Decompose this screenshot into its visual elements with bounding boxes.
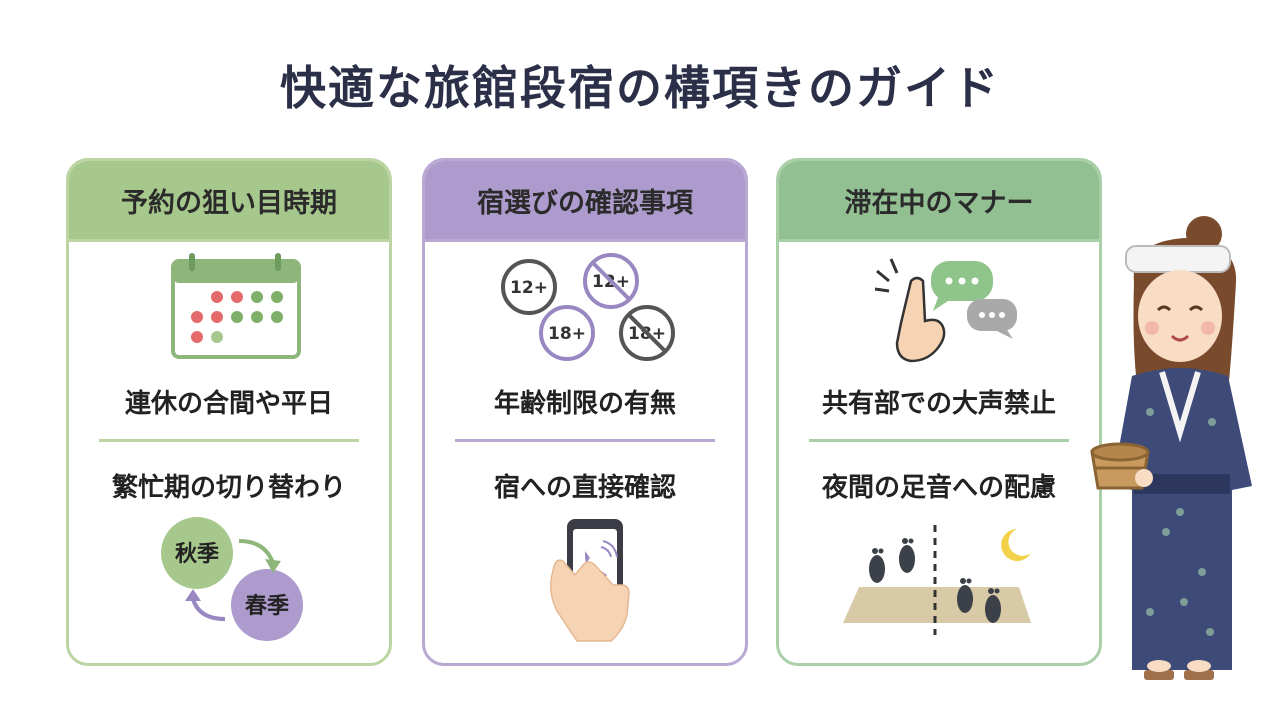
page-title: 快適な旅館段宿の構項きのガイド [280, 61, 1000, 115]
badge-12-plus: 12+ [510, 278, 548, 298]
item-age-limit: 年齢制限の有無 [493, 389, 676, 419]
footsteps-night-icon [843, 525, 1031, 635]
item-peak-transition: 繁忙期の切り替わり [111, 473, 346, 503]
card-booking-timing: 予約の狙い目時期 連休の合間や平日 繁忙期の切り替わり 秋季 春季 [66, 158, 392, 666]
card-header: 滞在中のマナー [779, 161, 1099, 242]
divider [809, 439, 1069, 442]
item-night-footsteps: 夜間の足音への配慮 [821, 473, 1056, 503]
divider [455, 439, 715, 442]
season-autumn-label: 秋季 [175, 542, 219, 567]
item-holiday-gap: 連休の合間や平日 [124, 389, 333, 419]
card-header: 予約の狙い目時期 [69, 161, 389, 242]
badge-18-plus: 18+ [548, 324, 586, 344]
calendar-icon [171, 253, 301, 359]
item-direct-contact: 宿への直接確認 [493, 473, 676, 503]
season-cycle-icon: 秋季 春季 [161, 517, 303, 641]
yukata-woman-illustration [1090, 216, 1252, 680]
item-no-loud-voices: 共有部での大声禁止 [821, 389, 1056, 419]
age-limit-badges-icon: 12+ 12+ 18+ 18+ [501, 253, 675, 361]
season-spring-label: 春季 [245, 594, 289, 619]
card-header: 宿選びの確認事項 [425, 161, 745, 242]
phone-call-icon [550, 519, 630, 642]
card-inn-checklist: 宿選びの確認事項 12+ 12+ 18+ 18+ 年齢制限の有無 宿への直接確認 [422, 158, 748, 666]
divider [99, 439, 359, 442]
card-stay-manners: 滞在中のマナー 共有部での大声禁止 夜間の足音への配慮 [776, 158, 1102, 666]
quiet-gesture-icon [874, 258, 1017, 363]
